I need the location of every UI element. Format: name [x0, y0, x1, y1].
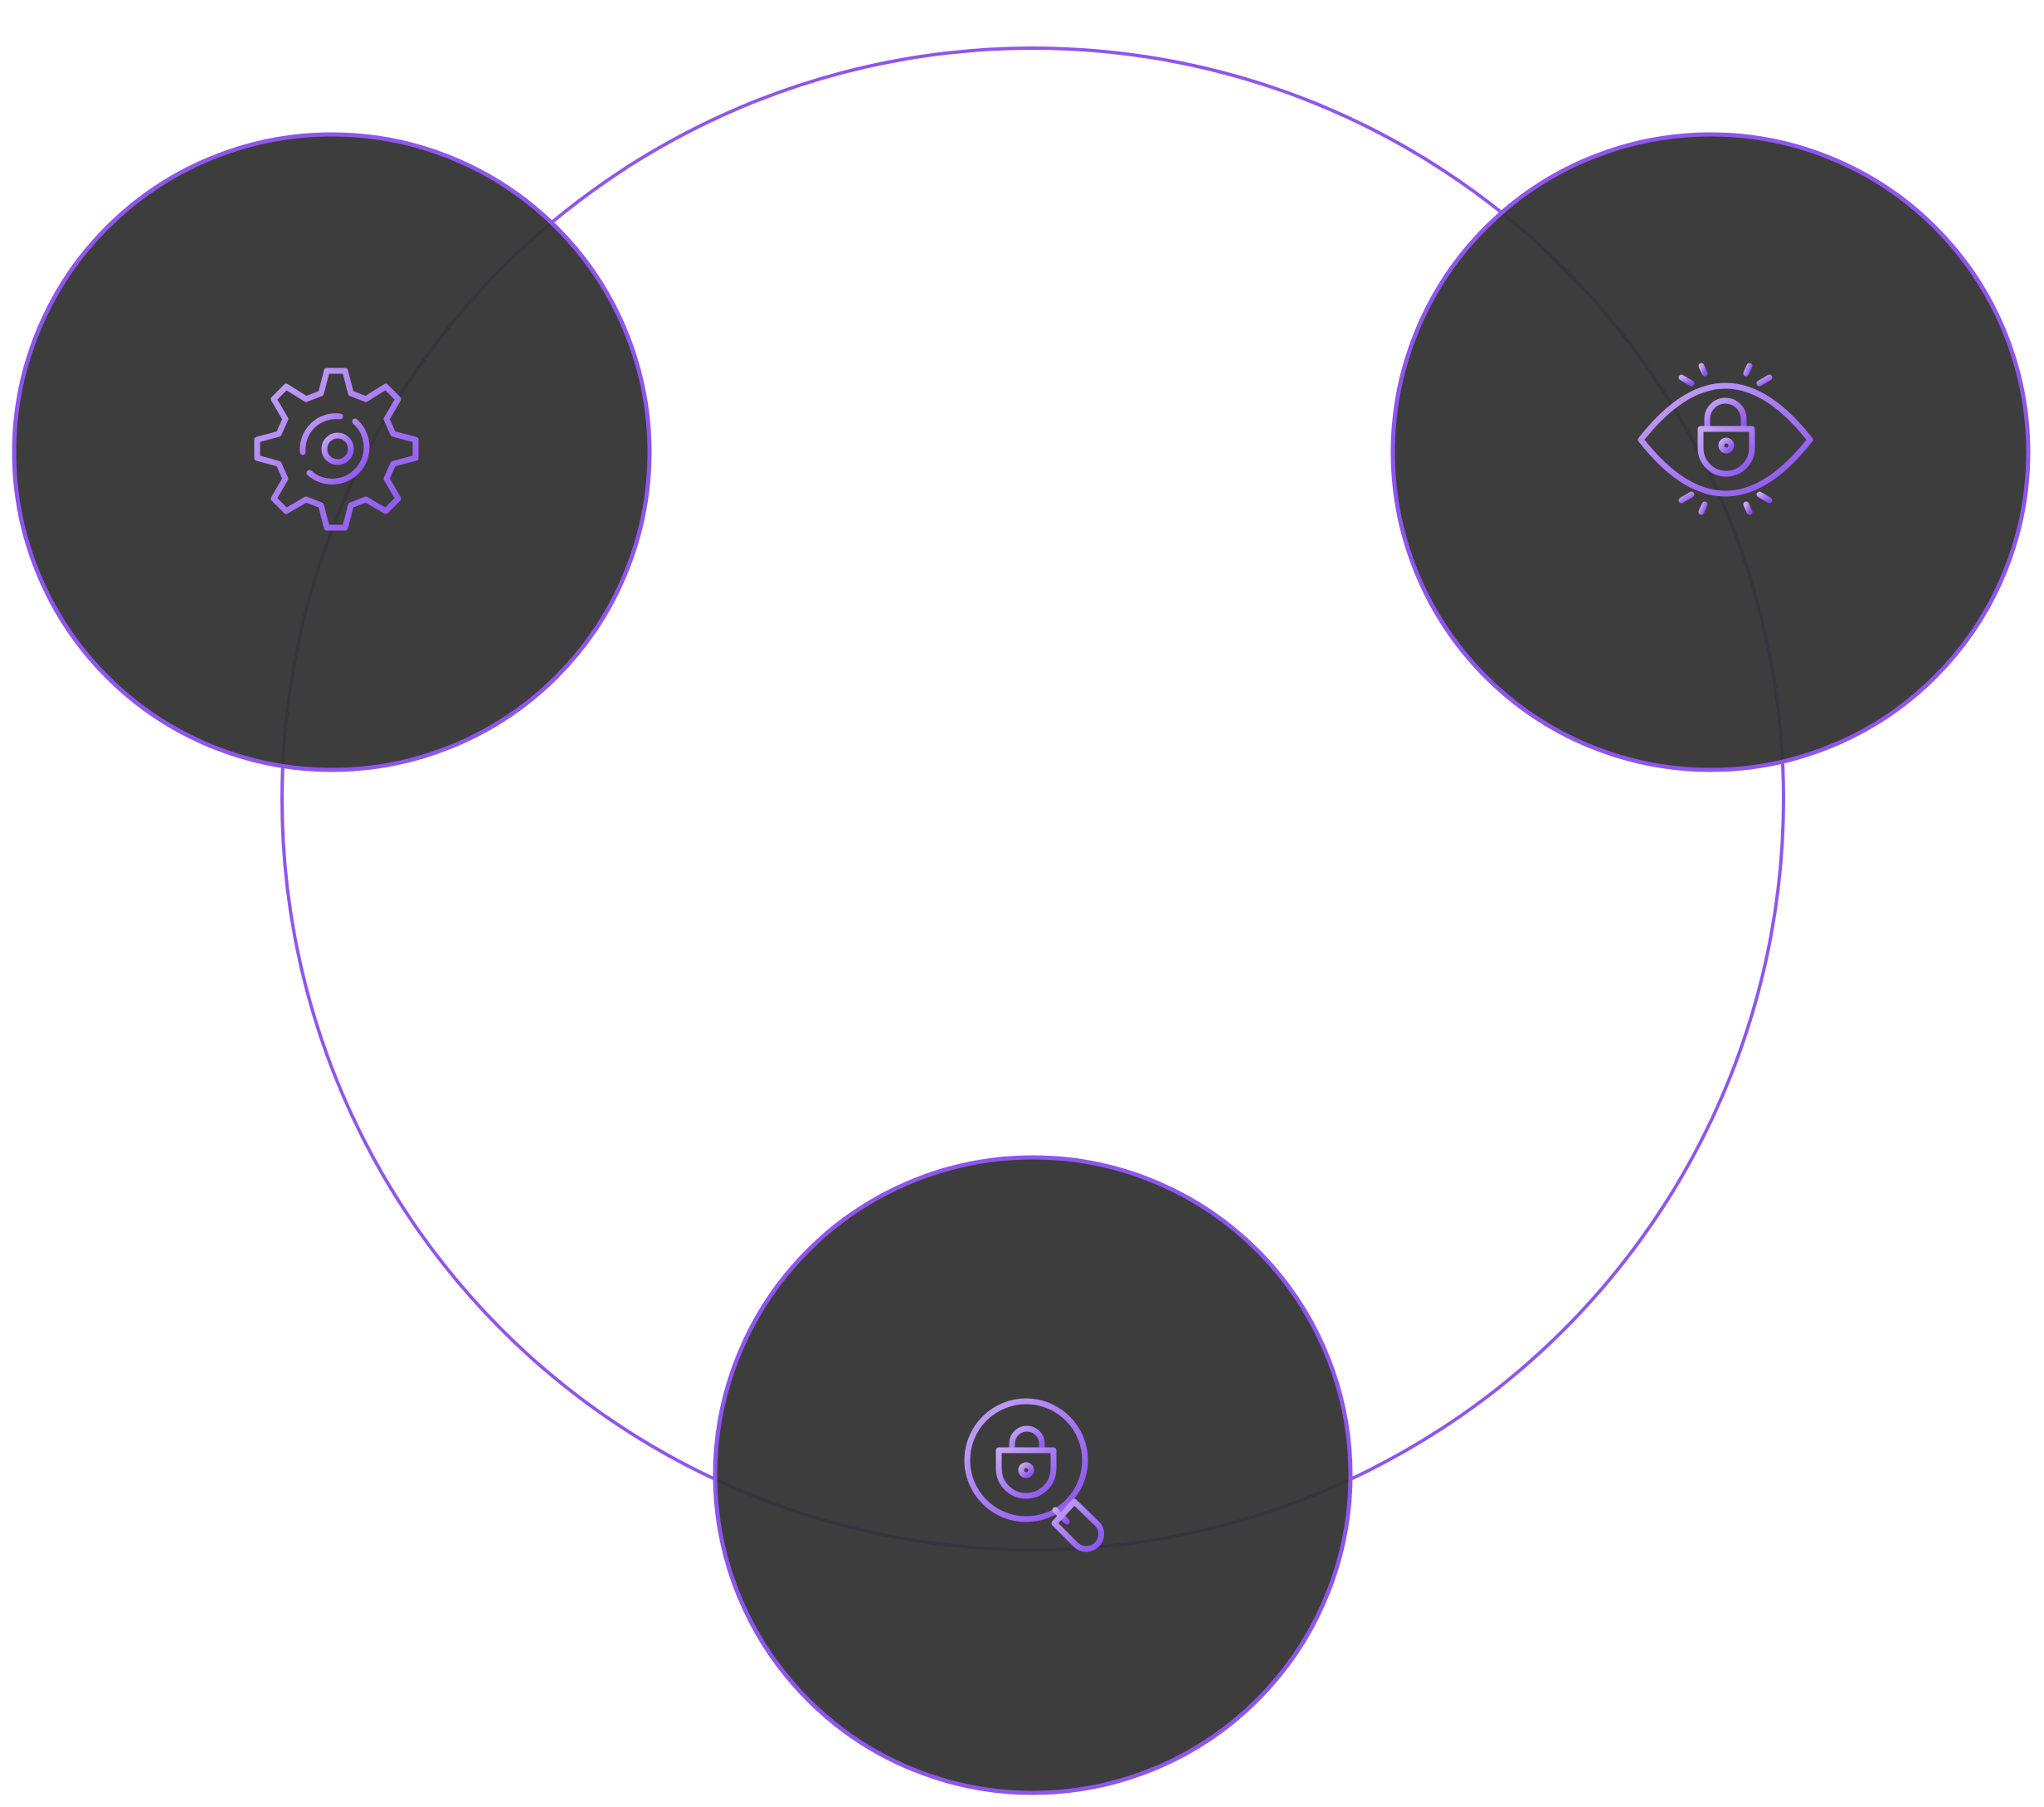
eye-lock-icon [1638, 353, 1813, 524]
magnifier-lock-icon [964, 1398, 1104, 1552]
node-inspection [713, 1155, 1353, 1795]
node-settings [12, 132, 652, 772]
node-circle [12, 132, 652, 772]
node-circle [1390, 132, 2031, 772]
node-visibility [1390, 132, 2031, 772]
node-circle [713, 1155, 1353, 1795]
gear-icon [254, 368, 419, 531]
